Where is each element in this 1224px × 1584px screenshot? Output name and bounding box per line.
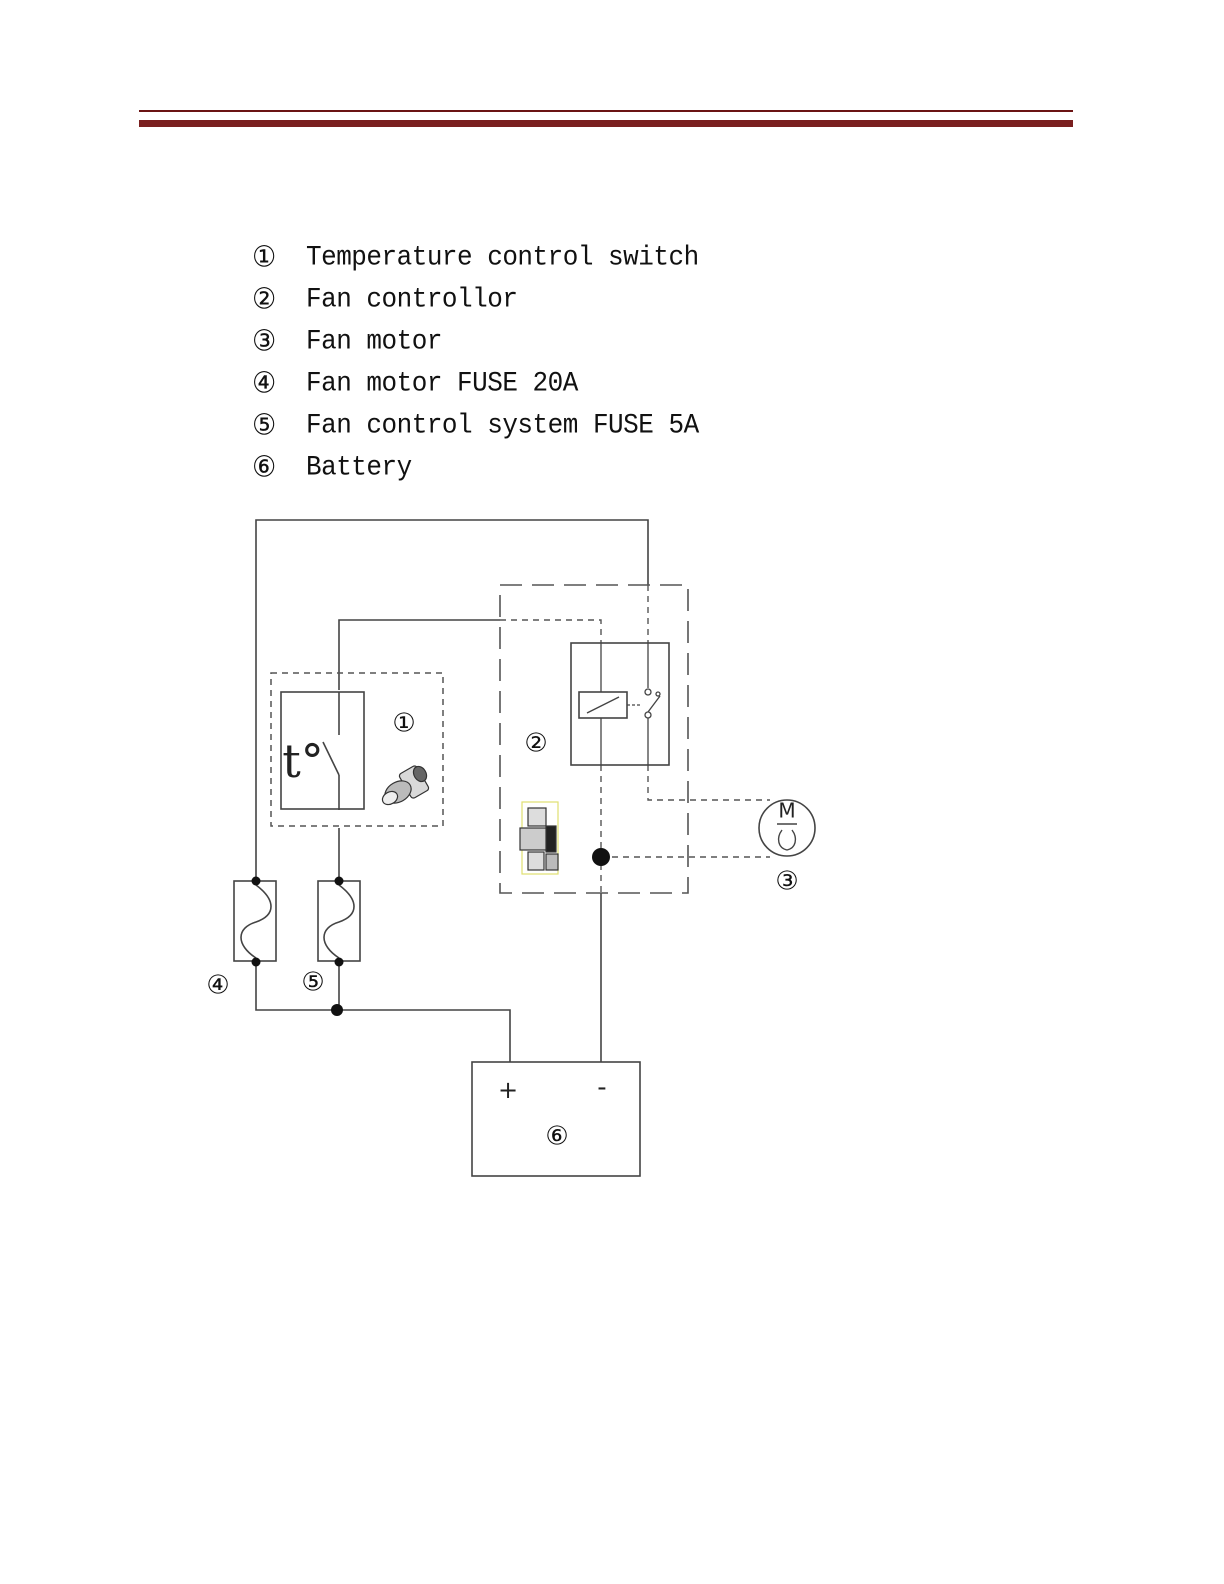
relay-coil-diagonal <box>587 697 619 713</box>
battery-plus-label: + <box>498 1076 518 1104</box>
switch-contact <box>323 742 339 775</box>
fuse-control <box>318 877 360 967</box>
wire-fuse4-bottom <box>256 962 337 1010</box>
tag-motor: ③ <box>775 867 798 897</box>
wire-internal-signal <box>500 620 601 645</box>
tag-battery: ⑥ <box>545 1122 568 1152</box>
switch-symbol: t° <box>282 734 324 788</box>
wire-positive-bus <box>339 962 510 1062</box>
tag-fuse-motor: ④ <box>206 971 229 1001</box>
junction-dot-positive <box>331 1004 343 1016</box>
fuse-motor <box>234 877 276 967</box>
motor-fan-icon <box>777 824 797 850</box>
battery-minus-label: - <box>597 1073 606 1103</box>
tag-controller: ② <box>524 729 547 759</box>
wire-switch-signal <box>339 620 500 690</box>
tag-fuse-control: ⑤ <box>301 968 324 998</box>
junction-dot-ground <box>592 848 610 866</box>
tag-switch: ① <box>392 709 415 739</box>
wire-motor-out <box>648 765 770 800</box>
temperature-sensor-icon <box>380 764 430 808</box>
controller-connector-icon <box>520 802 558 874</box>
motor-symbol: M <box>778 799 795 823</box>
